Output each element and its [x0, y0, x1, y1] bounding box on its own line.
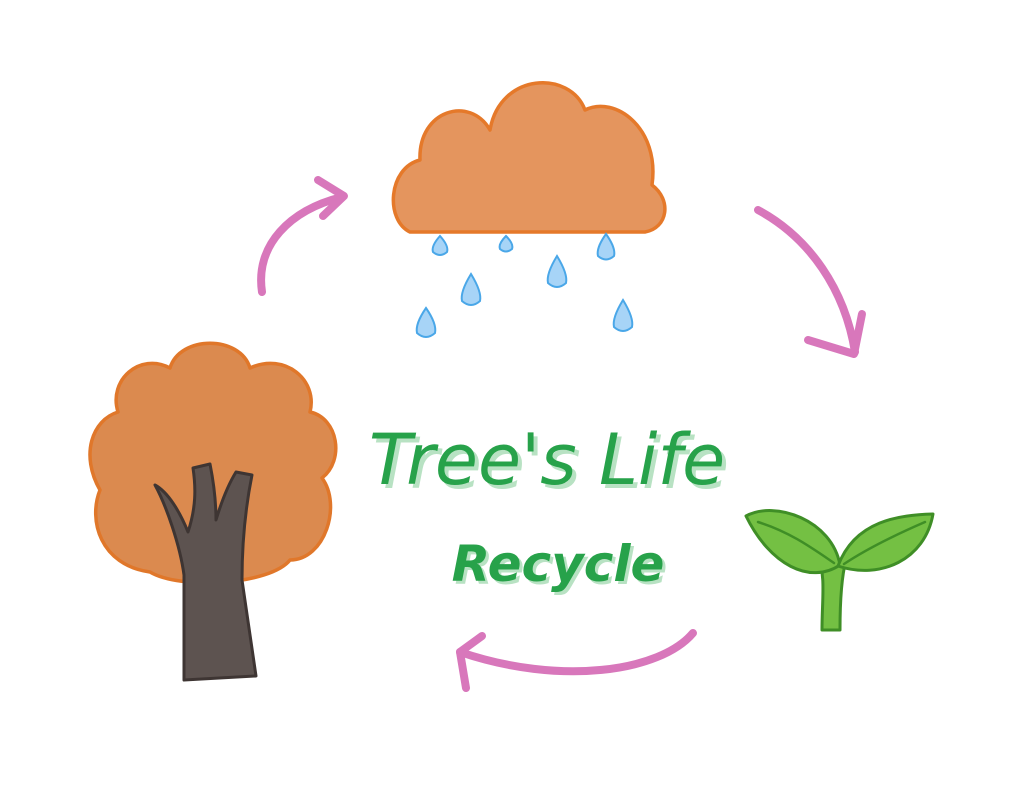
raindrops	[415, 232, 634, 338]
arrow-line	[456, 629, 697, 676]
tree-trunk	[153, 462, 258, 682]
arrow-cloud-to-sprout	[754, 206, 866, 358]
arrow-line	[754, 206, 859, 356]
title-shadow: Tree's Life	[373, 423, 729, 505]
diagram-subtitle: Recycle	[452, 535, 665, 593]
raindrop	[612, 298, 634, 332]
arrow-tree-to-cloud	[257, 176, 348, 296]
arrow-head	[804, 310, 866, 358]
arrow-head	[314, 176, 348, 220]
arrow-sprout-to-tree	[456, 629, 697, 692]
tree-icon	[88, 341, 338, 682]
sprout-left-vein	[756, 520, 836, 565]
sprout-right-vein	[842, 520, 927, 566]
sprout-stem	[816, 556, 848, 632]
raindrop	[498, 234, 514, 253]
arrow-line	[257, 193, 346, 296]
arrow-head	[456, 632, 486, 692]
sprout-left-leaf	[744, 509, 842, 575]
sprout-icon	[744, 509, 935, 632]
diagram-title: Tree's Life	[369, 419, 725, 501]
raindrop	[431, 234, 449, 256]
diagram-title-group: Tree's Life Tree's Life Recycle Recycle	[369, 419, 729, 596]
raindrop	[596, 232, 616, 261]
raindrop	[415, 306, 437, 338]
sprout-right-leaf	[836, 512, 935, 572]
tree-canopy	[88, 341, 338, 585]
raindrop	[460, 272, 482, 306]
cloud-body	[391, 81, 667, 234]
raindrop	[546, 254, 568, 288]
rain-cloud-icon	[391, 81, 667, 338]
subtitle-shadow: Recycle	[455, 538, 668, 596]
